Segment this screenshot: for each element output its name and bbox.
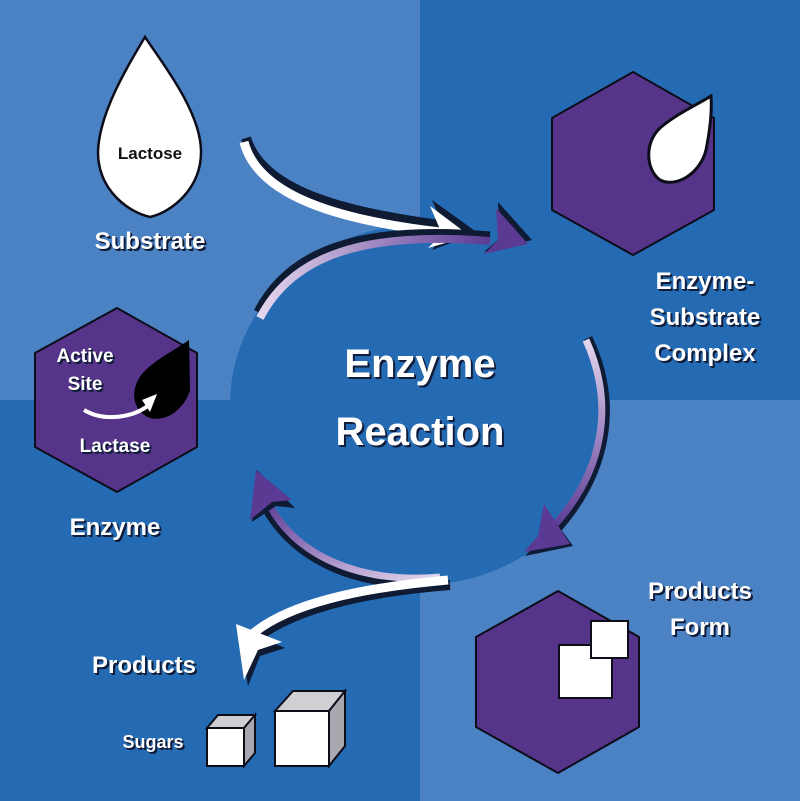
center-title-line2: Reaction — [335, 410, 505, 454]
lactose-droplet-icon — [96, 34, 203, 219]
lactase-enzyme-icon — [34, 307, 198, 493]
products-form-caption-line2: Form — [670, 614, 730, 641]
active-site-label-line1: Active — [56, 346, 114, 367]
enzyme-caption: Enzyme — [69, 514, 161, 541]
center-title-line1: Enzyme — [344, 342, 496, 386]
products-form-caption-line1: Products — [647, 578, 752, 605]
arrow-cycle-top — [254, 202, 532, 320]
arrow-cycle-right — [524, 336, 610, 556]
complex-caption-line1: Enzyme- — [655, 268, 755, 295]
sugar-cube-small-icon — [204, 712, 258, 769]
arrow-to-products — [236, 575, 451, 686]
lactose-label: Lactose — [117, 144, 183, 163]
lactase-label: Lactase — [79, 436, 151, 457]
sugar-cube-large-icon — [272, 688, 348, 769]
center-circle — [230, 225, 610, 585]
enzyme-substrate-complex-icon — [551, 71, 715, 256]
products-form-icon — [475, 590, 640, 774]
products-caption: Products — [91, 652, 196, 679]
sugars-label: Sugars — [122, 732, 184, 752]
complex-caption-line3: Complex — [654, 340, 756, 367]
active-site-arrow-icon — [82, 402, 152, 420]
active-site-label-line2: Site — [67, 374, 103, 395]
complex-caption-line2: Substrate — [649, 304, 761, 331]
substrate-caption: Substrate — [94, 228, 206, 255]
